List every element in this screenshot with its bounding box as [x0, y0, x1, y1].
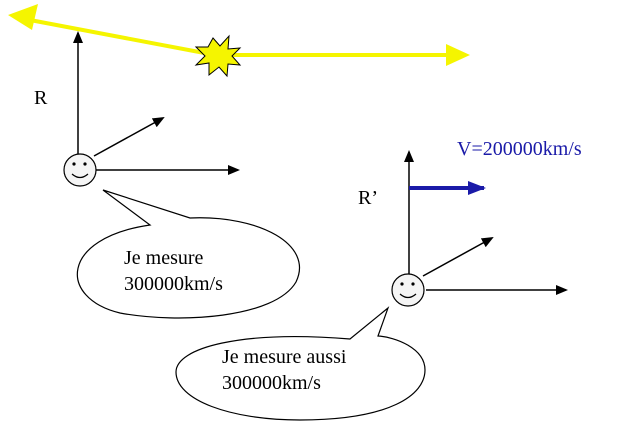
bubble-first-line2: 300000km/s — [124, 273, 223, 295]
frame-r-label: R — [34, 87, 48, 109]
starburst-icon — [194, 34, 242, 78]
smiley-face-icon — [63, 153, 97, 187]
frame-r-prime-label: R’ — [358, 187, 378, 209]
bubble-second-line1: Je mesure aussi — [222, 346, 347, 368]
light-ray-left — [29, 18, 216, 57]
frame-r-prime-depth-axis — [422, 237, 494, 277]
bubble-first-line1: Je mesure — [124, 247, 204, 269]
frame-r: R — [34, 31, 240, 175]
light-ray-left-arrowhead — [8, 4, 38, 30]
light-ray-right-arrowhead — [446, 44, 470, 66]
bubble-second-line2: 300000km/s — [222, 372, 321, 394]
frame-r-prime: R’ — [358, 150, 568, 295]
light-rays — [8, 4, 470, 66]
speech-bubble-first: Je mesure 300000km/s — [76, 189, 301, 319]
velocity-vector: V=200000km/s — [409, 138, 582, 195]
speech-bubble-second: Je mesure aussi 300000km/s — [175, 306, 426, 421]
smiley-face-icon — [391, 273, 425, 307]
velocity-label: V=200000km/s — [457, 138, 582, 160]
frame-r-depth-axis — [93, 117, 165, 157]
